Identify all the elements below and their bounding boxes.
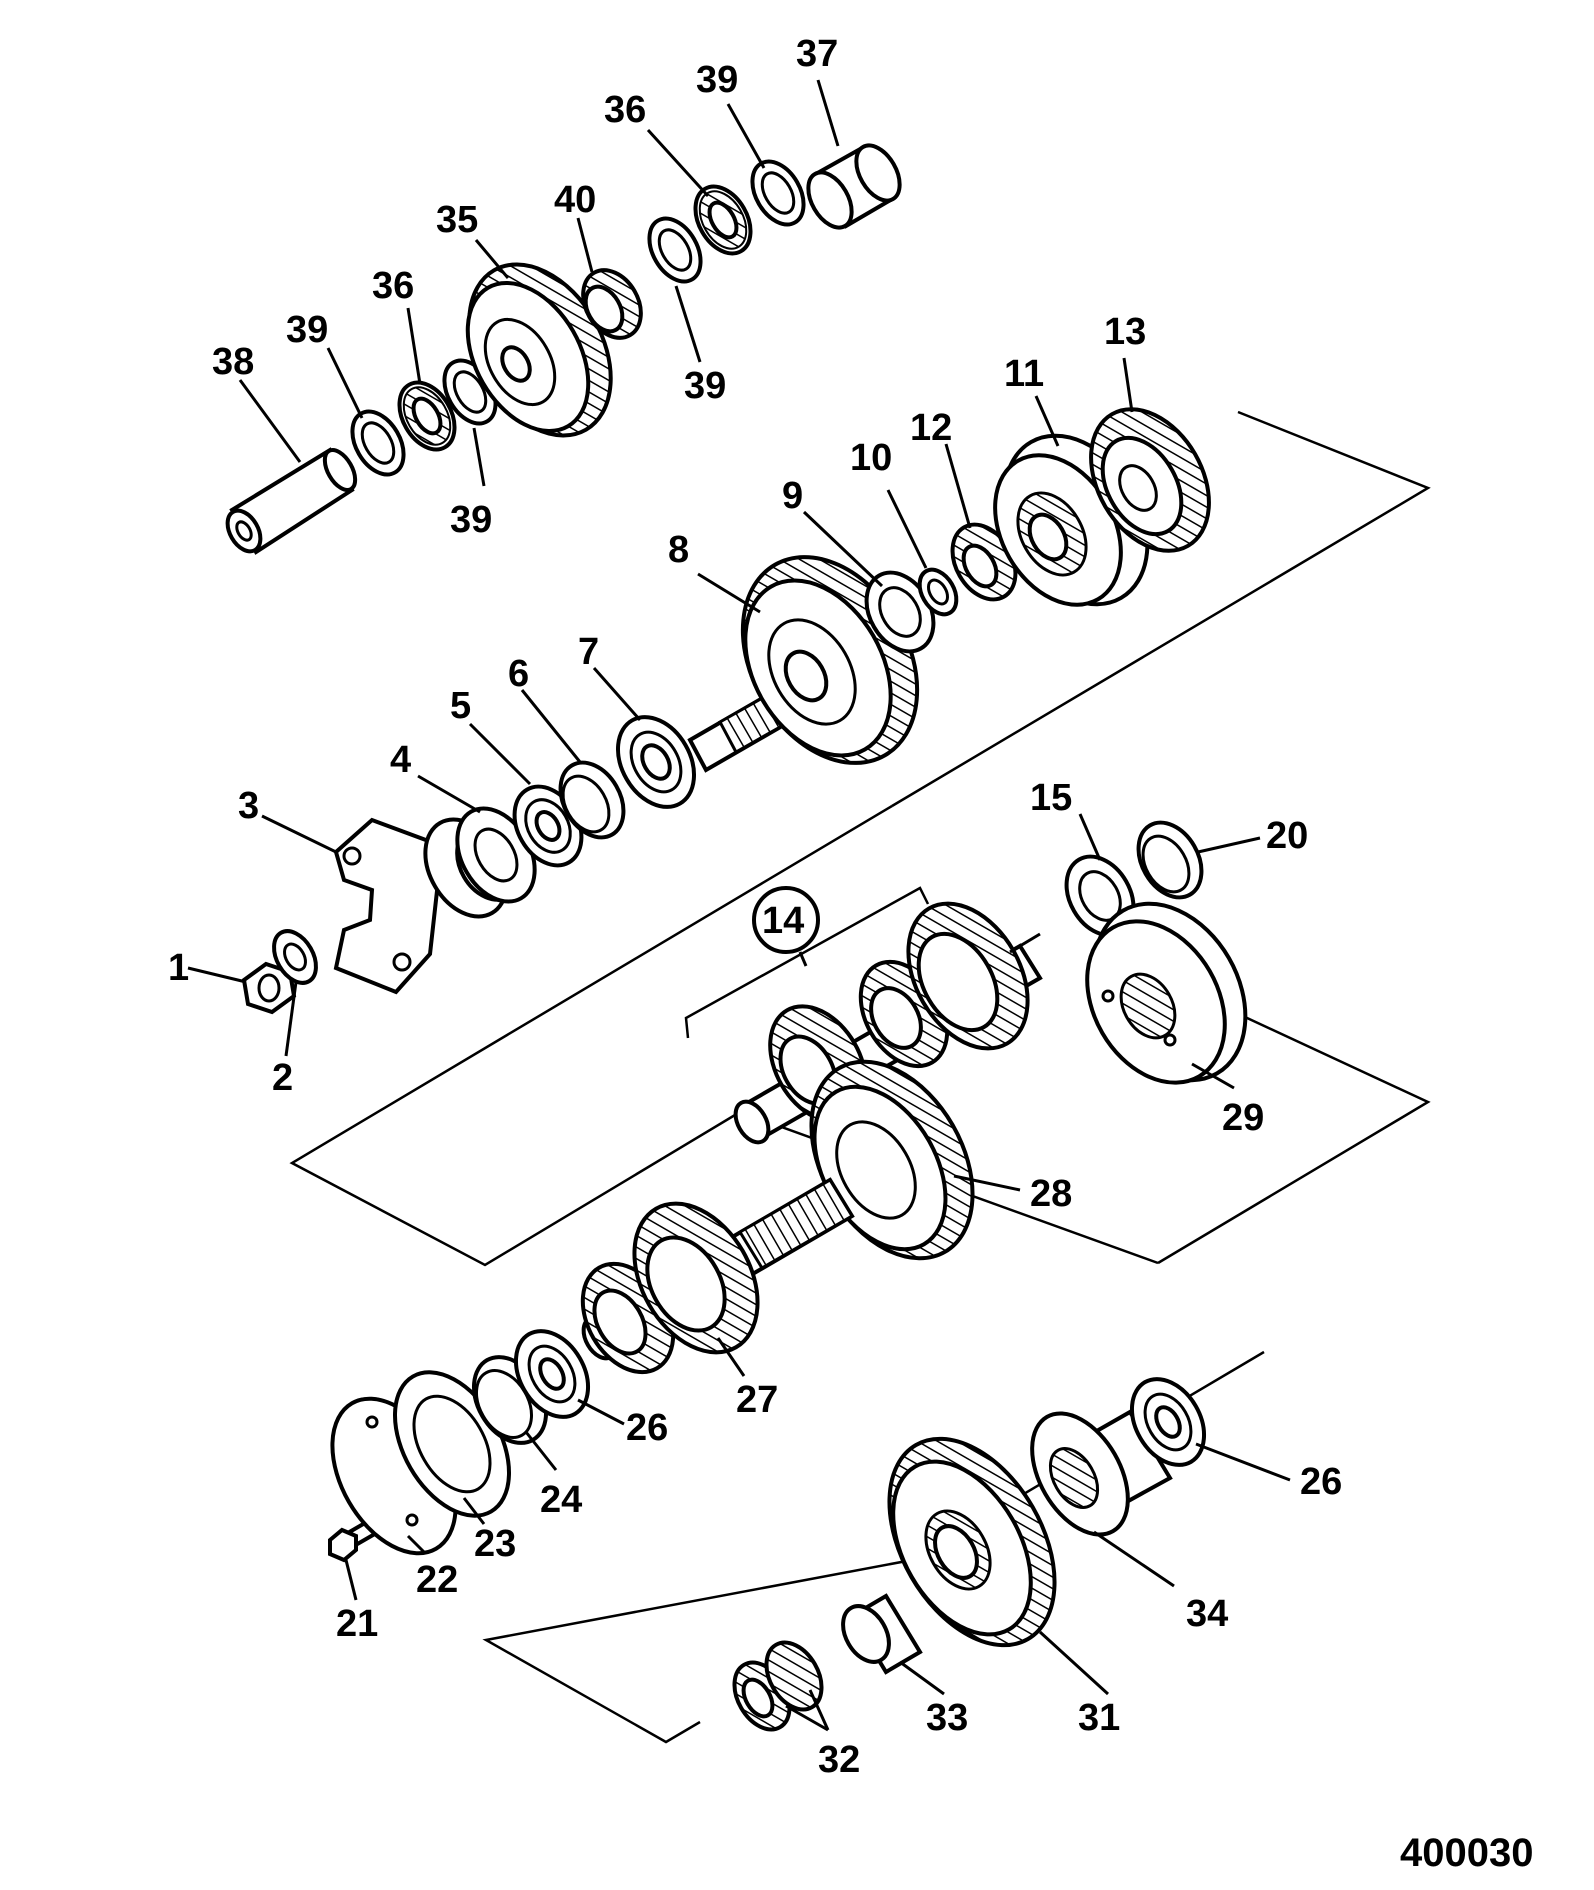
assembly-frame-bottom <box>482 1350 1265 1744</box>
label-39-d: 39 <box>696 59 738 101</box>
label-32: 32 <box>818 1739 860 1781</box>
washer-2 <box>272 929 318 985</box>
label-26-right: 26 <box>1300 1461 1342 1503</box>
bearing-7 <box>616 715 696 809</box>
shaft-gear-8 <box>687 555 920 773</box>
label-4: 4 <box>390 739 411 781</box>
label-40: 40 <box>554 179 596 221</box>
label-28: 28 <box>1030 1173 1072 1215</box>
assembly-frame-upper <box>891 410 1431 808</box>
washer-39-left <box>350 409 406 477</box>
needle-bearings-32 <box>732 1640 824 1732</box>
label-37: 37 <box>796 33 838 75</box>
assembly-frame-upper-b <box>289 804 893 1267</box>
thrust-bearing-36-left <box>397 380 457 452</box>
label-8: 8 <box>668 529 689 571</box>
label-38: 38 <box>212 341 254 383</box>
ring-6 <box>558 760 626 840</box>
label-22: 22 <box>416 1559 458 1601</box>
label-39-a: 39 <box>286 309 328 351</box>
thrust-bearing-36-right <box>693 184 753 256</box>
figure-number: 400030 <box>1400 1831 1533 1875</box>
label-2: 2 <box>272 1057 293 1099</box>
label-33: 33 <box>926 1697 968 1739</box>
bottom-gear-group <box>482 1350 1265 1744</box>
leader-lines <box>187 79 1291 1732</box>
gear-35 <box>465 262 613 438</box>
washer-39-right <box>647 216 703 284</box>
label-23: 23 <box>474 1523 516 1565</box>
label-5: 5 <box>450 685 471 727</box>
label-21: 21 <box>336 1603 378 1645</box>
label-14-circle <box>752 886 820 954</box>
label-9: 9 <box>782 475 803 517</box>
label-12: 12 <box>910 407 952 449</box>
label-39-c: 39 <box>684 365 726 407</box>
bushing-37 <box>806 143 902 230</box>
pin-38 <box>225 447 358 555</box>
bushing-33 <box>841 1593 923 1675</box>
layshaft-group <box>328 820 1431 1563</box>
label-36-a: 36 <box>372 265 414 307</box>
gear-40 <box>581 268 643 340</box>
cluster-shaft-14 <box>733 901 1043 1145</box>
hub-34 <box>1030 1409 1173 1537</box>
bearing-26-right <box>1129 1377 1207 1467</box>
output-shaft-group <box>241 407 1431 1267</box>
label-27: 27 <box>736 1379 778 1421</box>
label-11: 11 <box>1004 353 1044 395</box>
assembly-frame-lower <box>1157 1009 1431 1265</box>
label-13: 13 <box>1104 311 1146 353</box>
gear-31 <box>887 1436 1057 1648</box>
shaft-27 <box>580 1177 855 1375</box>
label-1: 1 <box>168 947 189 989</box>
gear-13 <box>1089 407 1211 553</box>
label-20: 20 <box>1266 815 1308 857</box>
label-3: 3 <box>238 785 259 827</box>
cup-20 <box>1136 820 1204 900</box>
label-7: 7 <box>578 631 599 673</box>
label-35: 35 <box>436 199 478 241</box>
label-14: 14 <box>762 900 804 942</box>
sleeve-29 <box>1085 901 1248 1085</box>
label-26-left: 26 <box>626 1407 668 1449</box>
bearing-26-left <box>513 1329 591 1419</box>
label-34: 34 <box>1186 1593 1228 1635</box>
washer-39-top <box>750 159 806 227</box>
ring-10 <box>917 567 959 617</box>
label-36-b: 36 <box>604 89 646 131</box>
label-24: 24 <box>540 1479 582 1521</box>
idler-shaft-group <box>225 143 902 555</box>
group-14-bracket <box>684 886 930 1039</box>
label-31: 31 <box>1078 1697 1120 1739</box>
label-29: 29 <box>1222 1097 1264 1139</box>
label-6: 6 <box>508 653 529 695</box>
label-39-b: 39 <box>450 499 492 541</box>
label-10: 10 <box>850 437 892 479</box>
part-labels: 1 2 3 4 5 6 7 8 9 10 12 11 13 15 20 14 2… <box>168 33 1342 1781</box>
label-15: 15 <box>1030 777 1072 819</box>
